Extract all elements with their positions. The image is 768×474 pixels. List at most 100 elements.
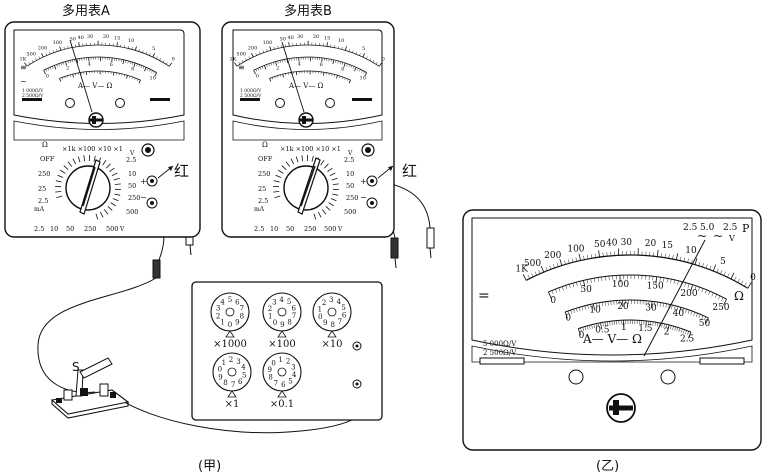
scale-label: 0 bbox=[46, 73, 49, 79]
resistance-dial-digit: 8 bbox=[330, 321, 334, 329]
caption-right: (乙) bbox=[596, 455, 619, 474]
scale-label: 10 bbox=[360, 76, 366, 82]
meter-a-ma-unit: mA bbox=[34, 206, 45, 213]
meter-a-plus: + bbox=[140, 177, 147, 186]
scale-label: 15 bbox=[324, 35, 330, 41]
meter-a-v-unit: V bbox=[129, 150, 135, 157]
resistance-dial-hub bbox=[278, 368, 286, 376]
meter-a-ma-1: 25 bbox=[38, 185, 46, 193]
scale-label: 200 bbox=[680, 289, 697, 299]
resistance-dial-digit: 0 bbox=[318, 313, 322, 321]
resistance-dial-hub bbox=[278, 308, 286, 316]
meter-b-b-2: 50 bbox=[286, 225, 294, 233]
meter-a-ohm-sym: Ω bbox=[42, 141, 48, 149]
resistance-dial-digit: 2 bbox=[216, 312, 220, 320]
meter-b-ma-1: 25 bbox=[258, 185, 266, 193]
resistance-dial-digit: 8 bbox=[223, 379, 227, 387]
resistance-dial-hub bbox=[328, 308, 336, 316]
meter-a-red-label: 红 bbox=[174, 162, 189, 180]
meter-b-ma-2: 2.5 bbox=[258, 197, 268, 205]
meter-a-b-2: 50 bbox=[66, 225, 74, 233]
resistance-dial-digit: 2 bbox=[286, 358, 290, 366]
scale-label: 0 bbox=[172, 56, 175, 62]
zoom-meter-knob-right bbox=[661, 370, 675, 384]
meter-a-b-3: 250 bbox=[84, 225, 96, 233]
zoom-meter-ac-sym-1: ~ bbox=[697, 229, 707, 243]
meter-b-v-3: 250 bbox=[346, 194, 358, 202]
resistance-dial-digit: 9 bbox=[280, 321, 284, 329]
resistance-dial-digit: 2 bbox=[322, 299, 326, 307]
scale-label: 50 bbox=[699, 319, 711, 329]
scale-label: 20 bbox=[645, 239, 657, 249]
meter-a-ohm-ranges: ×1k ×100 ×10 ×1 bbox=[62, 145, 123, 153]
meter-b-knob-left bbox=[276, 99, 285, 108]
resistance-dial-digit: 9 bbox=[323, 319, 327, 327]
scale-tick bbox=[113, 72, 114, 75]
resistance-dial-digit: 7 bbox=[338, 318, 342, 326]
switch-label: S bbox=[72, 360, 80, 374]
meter-b-b-unit: V bbox=[337, 226, 343, 233]
scale-label: 30 bbox=[87, 34, 93, 40]
meter-b-red-label: 红 bbox=[402, 162, 417, 180]
scale-label: 30 bbox=[645, 303, 657, 313]
meter-b-plus: + bbox=[360, 177, 367, 186]
resistance-dial-digit: 5 bbox=[228, 296, 232, 304]
scale-label: 200 bbox=[544, 251, 561, 261]
scale-label: 100 bbox=[567, 244, 584, 254]
zoom-meter-p: P bbox=[742, 222, 750, 235]
caption-left: (甲) bbox=[198, 455, 221, 474]
scale-label: 10 bbox=[150, 76, 156, 82]
zoom-meter-ac-unit: V bbox=[728, 234, 735, 243]
scale-label: 8 bbox=[131, 67, 134, 73]
meter-a-v-1: 10 bbox=[128, 170, 136, 178]
meter-a-ac-sym: ~ bbox=[20, 77, 27, 86]
resistance-dial-multiplier: ×1 bbox=[225, 399, 240, 410]
scale-label: 20 bbox=[313, 34, 319, 40]
scale-label: 10 bbox=[685, 246, 697, 256]
resistance-dial-hub bbox=[226, 308, 234, 316]
meter-a-minus: − bbox=[140, 193, 147, 202]
meter-a-b-4: 500 bbox=[106, 225, 118, 233]
resistance-dial-digit: 6 bbox=[238, 378, 243, 386]
meter-a-knob-right bbox=[116, 99, 125, 108]
resistance-dial-digit: 5 bbox=[242, 371, 246, 379]
probe-a-tail bbox=[190, 245, 191, 255]
scale-label: 5 bbox=[152, 46, 155, 52]
scale-label: 6 bbox=[320, 62, 323, 68]
scale-label: 0 bbox=[550, 296, 556, 306]
scale-label: 0 bbox=[565, 314, 571, 324]
resistance-dial-digit: 1 bbox=[278, 356, 282, 364]
scale-label: 500 bbox=[236, 51, 246, 57]
scale-label: 40 bbox=[77, 35, 83, 41]
resistance-dial-digit: 2 bbox=[229, 356, 233, 364]
meter-a-v-3: 250 bbox=[128, 194, 140, 202]
zoom-meter-ac-0: 2.5 bbox=[683, 223, 698, 233]
meter-a-knob-left bbox=[66, 99, 75, 108]
resistance-dial-digit: 8 bbox=[268, 374, 272, 382]
resistance-dial-multiplier: ×100 bbox=[268, 339, 295, 350]
scale-label: 10 bbox=[338, 38, 344, 44]
scale-label: 40 bbox=[673, 309, 685, 319]
meter-b-b-0: 2.5 bbox=[254, 225, 264, 233]
scale-label: 100 bbox=[53, 40, 63, 46]
scale-label: 0 bbox=[750, 273, 756, 283]
scale-label: 8 bbox=[341, 67, 344, 73]
resistance-dial-digit: 9 bbox=[235, 319, 239, 327]
meter-b-ohm-sym: Ω bbox=[262, 141, 268, 149]
scale-label: 40 bbox=[606, 239, 618, 249]
resistance-dial-digit: 0 bbox=[228, 321, 232, 329]
resistance-dial-digit: 7 bbox=[231, 381, 235, 389]
meter-b-knob-right bbox=[326, 99, 335, 108]
scale-label: 2 bbox=[276, 65, 279, 71]
resistance-dial-digit: 3 bbox=[236, 358, 240, 366]
resistance-dial-digit: 9 bbox=[218, 373, 222, 381]
scale-label: 20 bbox=[103, 34, 109, 40]
meter-a-face bbox=[14, 30, 184, 124]
meter-b-v-1: 10 bbox=[346, 170, 354, 178]
meter-b-ma-0: 250 bbox=[258, 170, 270, 178]
resistance-dial-digit: 9 bbox=[268, 366, 272, 374]
meter-b-scale-label: A— V— Ω bbox=[288, 82, 324, 90]
meter-b-v-0: 2.5 bbox=[344, 156, 354, 164]
